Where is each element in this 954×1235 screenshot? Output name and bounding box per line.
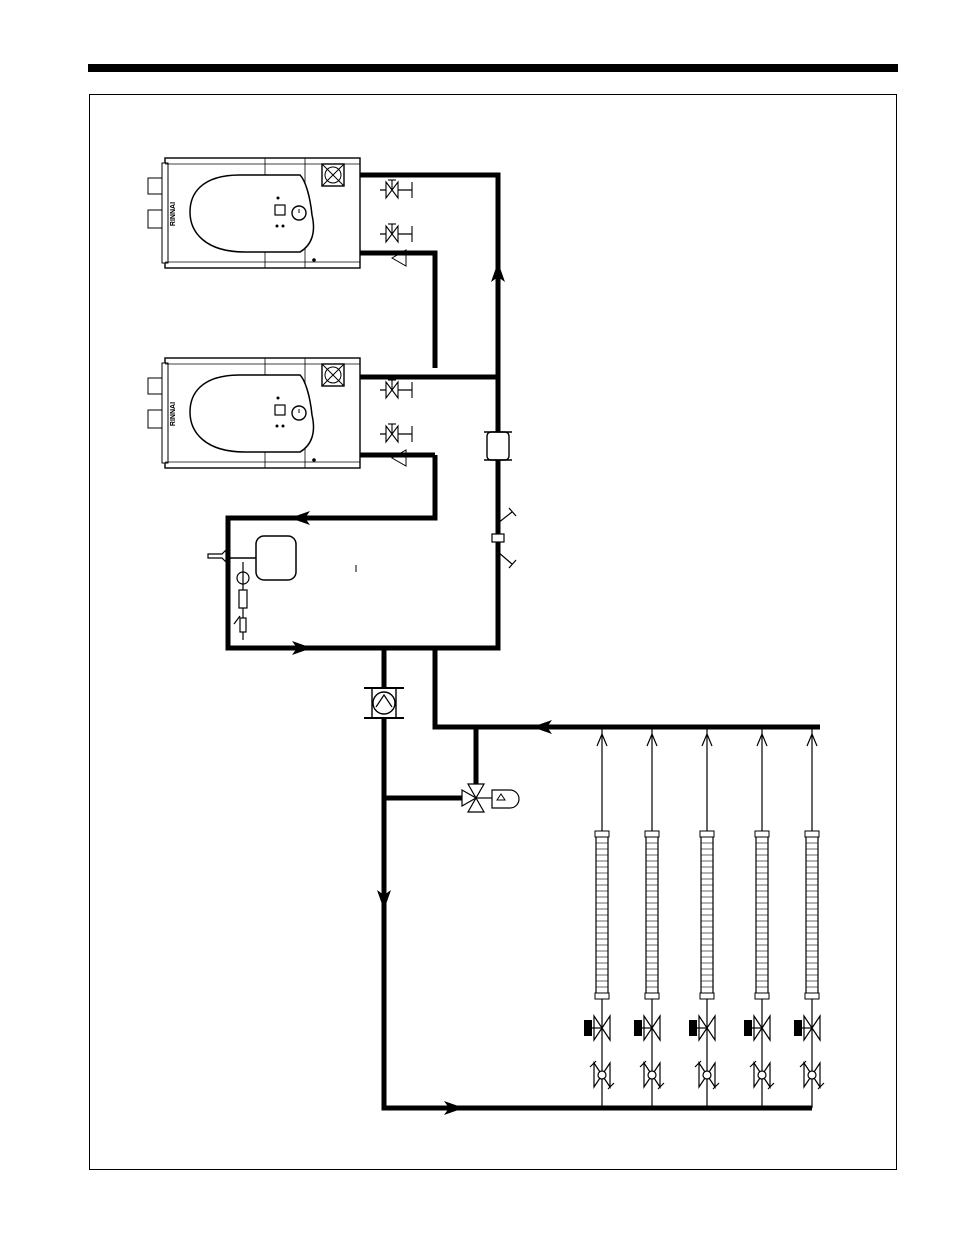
- water-valve-icon: [380, 424, 412, 442]
- mixing-valve: [462, 784, 519, 812]
- check-valve-icon: [392, 450, 406, 466]
- boiler-brand-label: RINNAI: [170, 402, 177, 426]
- gas-valve-icon: [380, 380, 412, 398]
- zone-branch: [794, 727, 824, 1108]
- drain-valve-icon: [498, 508, 516, 523]
- zone-valve-icon: [689, 1016, 715, 1040]
- hydraulic-separator: [484, 432, 512, 460]
- gas-valve-icon: [380, 180, 412, 198]
- boiler-brand-label: RINNAI: [170, 202, 177, 226]
- zone-valve-icon: [794, 1016, 820, 1040]
- drain-valve-icon: [498, 552, 516, 568]
- zone-branch: [584, 727, 614, 1108]
- zone-branch: [634, 727, 664, 1108]
- zone-branch: [689, 727, 719, 1108]
- water-valve-icon: [380, 224, 412, 242]
- mixing-valve-icon: [492, 790, 519, 808]
- zone-valve-icon: [744, 1016, 770, 1040]
- zone-branch: [744, 727, 774, 1108]
- boiler-1: RINNAI: [148, 158, 360, 268]
- boiler-icon: [148, 158, 360, 268]
- air-separator-icon: [208, 550, 226, 562]
- system-pump: [364, 688, 404, 718]
- hydraulic-separator-icon: [487, 432, 509, 460]
- heating-zones: [584, 727, 824, 1108]
- zone-valve-icon: [584, 1016, 610, 1040]
- expansion-tank-icon: [256, 536, 296, 580]
- boiler-2: RINNAI: [148, 358, 360, 468]
- zone-valve-icon: [634, 1016, 660, 1040]
- pressure-reducing-valve-icon: [239, 590, 247, 608]
- boiler-icon: [148, 358, 360, 468]
